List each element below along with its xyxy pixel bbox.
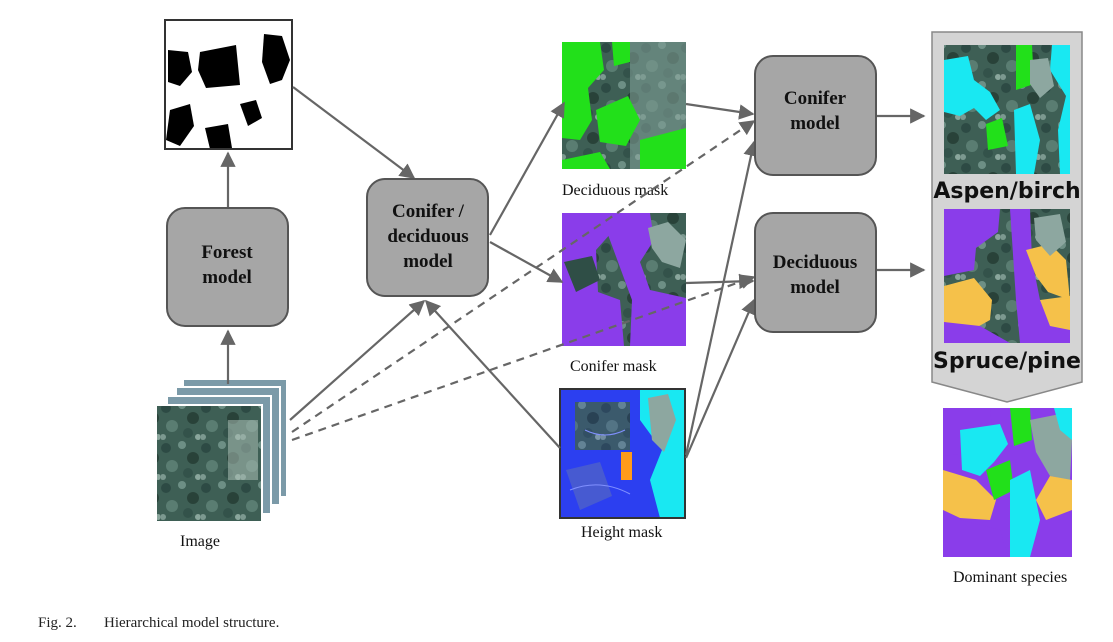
edge-image-to-conifer-model bbox=[291, 120, 756, 433]
height-mask-image bbox=[560, 389, 685, 518]
conifer-deciduous-model-node: Conifer / deciduous model bbox=[366, 178, 489, 297]
edge-height-mask-to-cd-model bbox=[424, 299, 561, 449]
edge-cd-model-to-deciduous-mask bbox=[489, 101, 565, 236]
spruce-pine-label: Spruce/pine bbox=[933, 349, 1081, 374]
caption-text: Hierarchical model structure. bbox=[104, 615, 279, 631]
conifer-deciduous-model-label: Conifer / deciduous model bbox=[387, 201, 468, 272]
deciduous-model-label: Deciduous model bbox=[773, 252, 857, 298]
dominant-species-image bbox=[943, 408, 1072, 557]
deciduous-model-node: Deciduous model bbox=[754, 212, 877, 333]
edge-image-to-conifer-deciduous-model bbox=[289, 299, 426, 421]
conifer-model-node: Conifer model bbox=[754, 55, 877, 176]
edge-height-mask-to-conifer-model bbox=[684, 140, 759, 456]
edge-forest-mask-to-conifer-deciduous-model bbox=[292, 86, 416, 179]
aspen-birch-image bbox=[944, 45, 1070, 174]
deciduous-mask-label: Deciduous mask bbox=[562, 182, 668, 199]
conifer-mask-image bbox=[562, 213, 686, 346]
image-label: Image bbox=[180, 533, 220, 550]
height-mask-label: Height mask bbox=[581, 524, 662, 541]
node-label-line: deciduous bbox=[387, 226, 468, 247]
forest-mask-frame bbox=[164, 19, 293, 150]
deciduous-mask-image bbox=[562, 42, 686, 169]
aspen-birch-label: Aspen/birch bbox=[933, 179, 1080, 204]
node-label-line: model bbox=[202, 267, 252, 288]
conifer-mask-label: Conifer mask bbox=[570, 358, 657, 375]
node-label-line: Deciduous bbox=[773, 252, 857, 273]
edge-cd-model-to-conifer-mask bbox=[489, 241, 564, 283]
node-label-line: Forest bbox=[201, 242, 253, 263]
node-label-line: Conifer bbox=[784, 88, 847, 109]
edge-height-mask-to-deciduous-model bbox=[684, 298, 756, 459]
node-label-line: model bbox=[790, 277, 840, 298]
node-label-line: model bbox=[790, 113, 840, 134]
spruce-pine-image bbox=[944, 209, 1070, 343]
edges bbox=[220, 86, 926, 459]
conifer-model-label: Conifer model bbox=[784, 88, 847, 134]
forest-mask-image bbox=[165, 20, 292, 149]
caption-prefix: Fig. 2. bbox=[38, 615, 77, 631]
edge-deciduous-mask-to-conifer-model bbox=[685, 102, 755, 120]
forest-model-node: Forest model bbox=[166, 207, 289, 327]
image-stack bbox=[155, 378, 288, 523]
edge-image-to-deciduous-model bbox=[291, 274, 756, 442]
node-label-line: model bbox=[403, 251, 453, 272]
node-label-line: Conifer / bbox=[392, 201, 465, 222]
forest-model-label: Forest model bbox=[201, 242, 253, 288]
dominant-species-label: Dominant species bbox=[953, 569, 1067, 586]
height-mask-frame bbox=[559, 388, 686, 519]
